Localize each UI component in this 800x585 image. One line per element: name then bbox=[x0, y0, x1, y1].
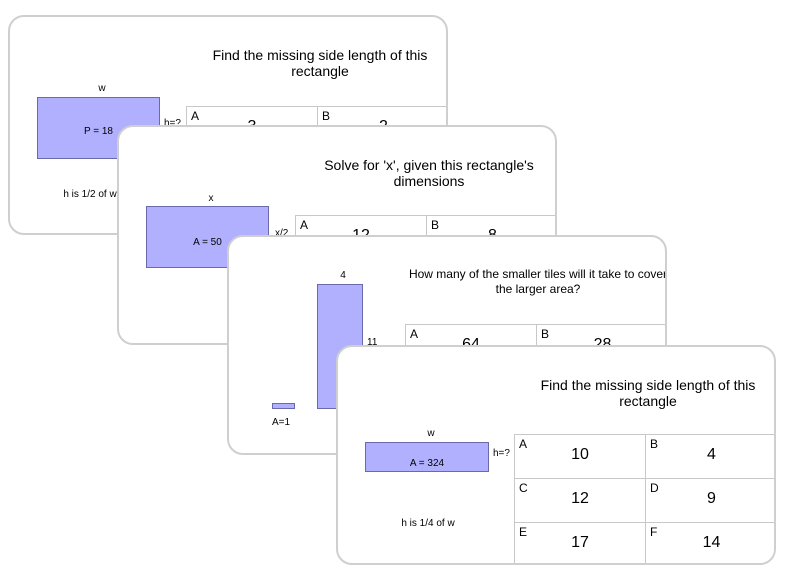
answer-option-a[interactable]: A 10 bbox=[515, 435, 646, 479]
area-label: A = 324 bbox=[409, 458, 445, 469]
option-letter: B bbox=[650, 437, 659, 451]
answer-option-b[interactable]: B 4 bbox=[646, 435, 774, 479]
width-label: x bbox=[208, 193, 214, 204]
hint-text: h is 1/2 of w bbox=[63, 189, 117, 200]
rectangle-shape: A = 324 bbox=[365, 442, 489, 472]
option-letter: D bbox=[650, 481, 659, 495]
option-value: 17 bbox=[571, 534, 589, 551]
option-letter: A bbox=[191, 109, 200, 123]
option-letter: C bbox=[519, 481, 528, 495]
tile-width-label: 4 bbox=[340, 270, 346, 281]
height-label: h=? bbox=[493, 448, 510, 459]
height-label: x/2 bbox=[275, 228, 289, 239]
option-letter: A bbox=[410, 327, 419, 341]
perimeter-label: P = 18 bbox=[83, 126, 113, 137]
answer-option-d[interactable]: D 9 bbox=[646, 479, 774, 523]
question-text: How many of the smaller tiles will it ta… bbox=[408, 267, 667, 296]
answer-option-f[interactable]: F 14 bbox=[646, 523, 774, 563]
option-value: 10 bbox=[571, 446, 589, 463]
width-label: w bbox=[98, 83, 106, 94]
question-text: Find the missing side length of this rec… bbox=[212, 47, 428, 79]
option-letter: B bbox=[431, 218, 440, 232]
area-label: A = 50 bbox=[193, 237, 222, 248]
answer-option-e[interactable]: E 17 bbox=[515, 523, 646, 563]
answer-option-c[interactable]: C 12 bbox=[515, 479, 646, 523]
small-tile-shape bbox=[272, 403, 295, 409]
answer-grid: A 10 B 4 C 12 D 9 E 17 F 14 bbox=[514, 434, 774, 563]
height-label: h=? bbox=[164, 118, 181, 129]
slide-card-4[interactable]: Find the missing side length of this rec… bbox=[336, 345, 776, 565]
option-value: 4 bbox=[707, 446, 716, 463]
width-label: w bbox=[427, 428, 435, 439]
option-value: 14 bbox=[702, 534, 721, 551]
option-letter: B bbox=[541, 327, 550, 341]
option-value: 9 bbox=[707, 490, 716, 507]
option-letter: A bbox=[519, 437, 528, 451]
option-value: 12 bbox=[571, 490, 589, 507]
option-letter: B bbox=[322, 109, 331, 123]
hint-text: h is 1/4 of w bbox=[401, 518, 455, 529]
tile-area-label: A=1 bbox=[271, 417, 291, 428]
option-letter: A bbox=[300, 218, 309, 232]
option-letter: F bbox=[650, 525, 658, 539]
option-letter: E bbox=[519, 525, 528, 539]
question-text: Find the missing side length of this rec… bbox=[540, 377, 756, 409]
height-label: 11 bbox=[367, 337, 378, 348]
question-text: Solve for 'x', given this rectangle's di… bbox=[324, 157, 534, 189]
